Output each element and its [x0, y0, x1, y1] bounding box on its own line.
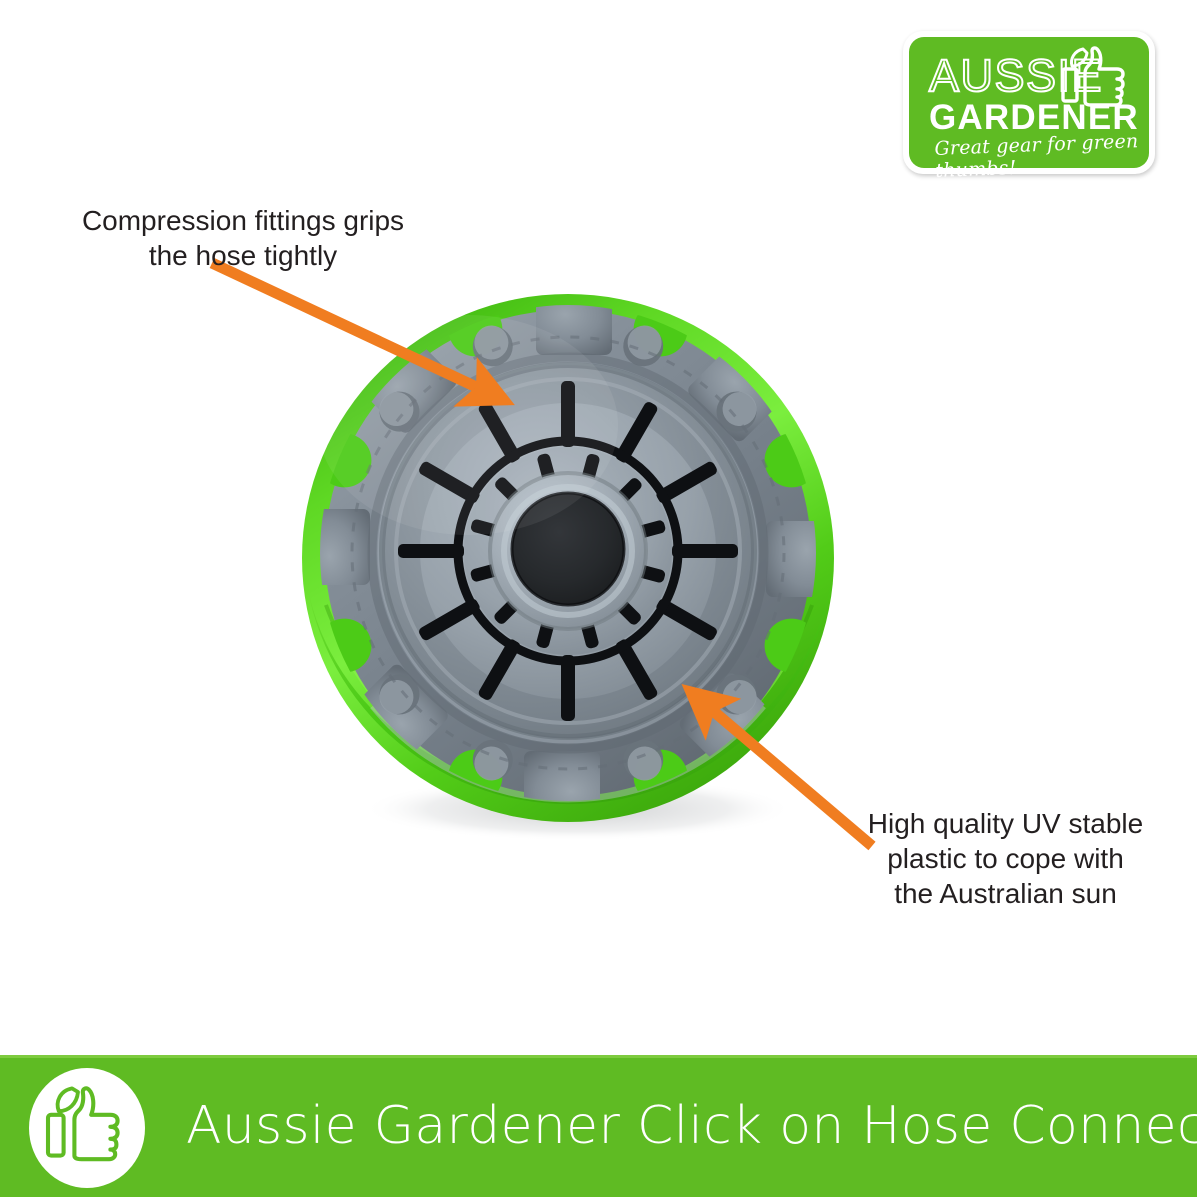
brand-logo-gardener-text: GARDENER — [929, 98, 1139, 137]
thumbs-up-with-leaf-icon — [1061, 46, 1125, 107]
callout-uv-stable-plastic: High quality UV stable plastic to cope w… — [867, 808, 1144, 909]
banner-thumbs-up-badge-icon — [29, 1068, 145, 1188]
brand-logo-aussie-row: AUSSIE — [909, 46, 1149, 107]
bottom-banner: Aussie Gardener Click on Hose Connector — [0, 1055, 1197, 1197]
brand-logo: AUSSIE GARDENER Great gear for green thu… — [903, 31, 1155, 182]
product-photo-hose-connector — [278, 275, 858, 845]
brand-logo-tagline: Great gear for green thumbs! — [934, 130, 1139, 182]
callout-compression-fittings: Compression fittings grips the hose tigh… — [81, 205, 405, 271]
banner-product-title: Aussie Gardener Click on Hose Connector — [186, 1096, 1197, 1156]
brand-logo-plate: AUSSIE GARDENER Great gear for green thu… — [909, 37, 1149, 182]
